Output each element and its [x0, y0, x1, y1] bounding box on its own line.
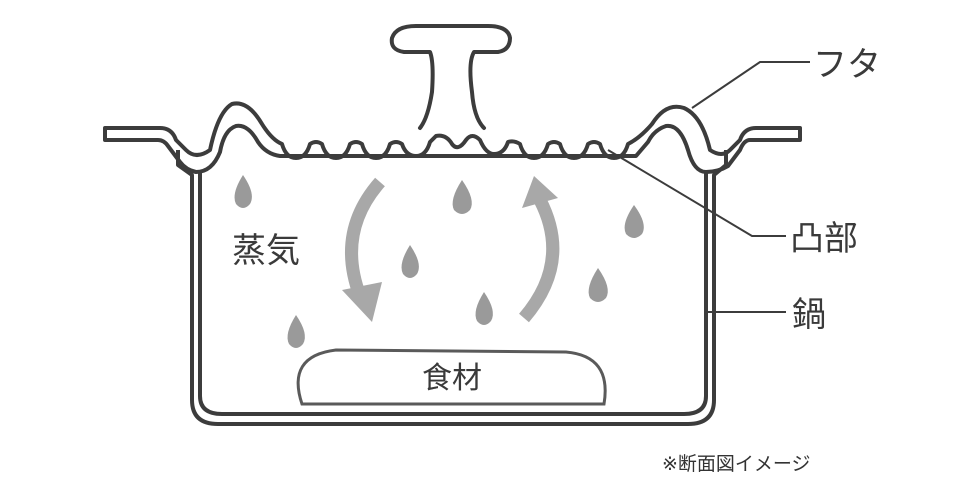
arrow-down-left: [345, 177, 385, 299]
lid-outline: [103, 101, 802, 174]
steam-droplets: [234, 175, 644, 348]
droplet: [452, 180, 472, 214]
ingredients-label: 食材: [422, 361, 482, 396]
droplet: [287, 315, 305, 348]
lid-label: フタ: [813, 45, 881, 85]
pot-inner-wall: [198, 172, 708, 416]
arrow-head-down: [342, 282, 382, 322]
arrow-head-up: [522, 176, 558, 208]
droplet: [475, 292, 493, 325]
droplet: [401, 245, 419, 278]
cross-section-note: ※断面図イメージ: [662, 453, 811, 475]
lid: [103, 24, 802, 174]
food-mound: [296, 348, 607, 406]
arrow-heads: [342, 176, 558, 322]
steam-label: 蒸気: [232, 231, 300, 271]
lid-leader-line: [691, 61, 810, 109]
leader-lines: [607, 61, 810, 313]
bumps-label: 凸部: [790, 219, 858, 259]
droplet: [588, 268, 608, 302]
steam-circulation-arrows: [345, 177, 560, 323]
pot-outer-wall: [176, 150, 728, 426]
lid-handle: [389, 24, 512, 130]
pot-label: 鍋: [792, 295, 826, 335]
droplet: [624, 205, 644, 238]
bumps-leader-line: [607, 149, 786, 237]
pot-body: [176, 150, 728, 426]
arrow-up-right: [519, 197, 560, 323]
droplet: [234, 175, 252, 208]
